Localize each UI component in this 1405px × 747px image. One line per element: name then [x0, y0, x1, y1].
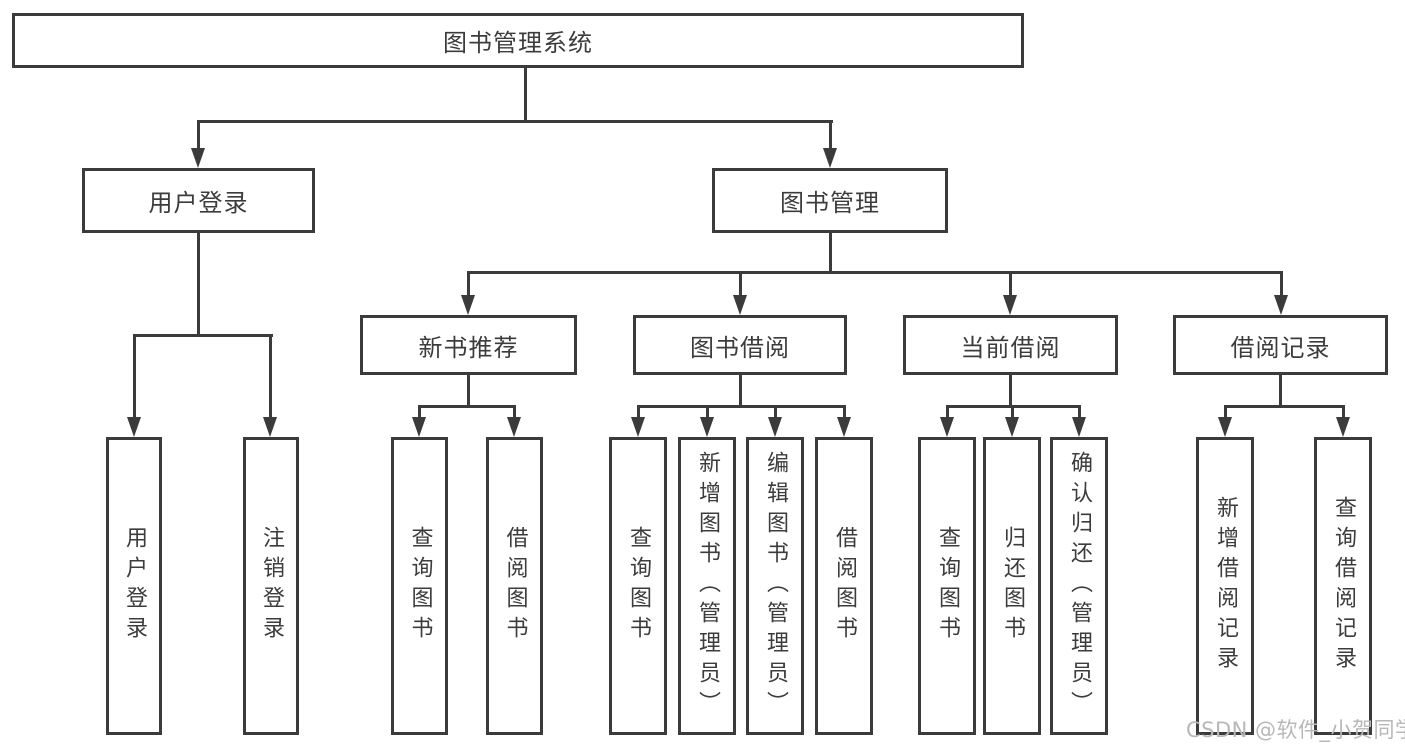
connector-cb-c1: [946, 405, 949, 419]
connector-bb-c2: [706, 405, 709, 419]
node-book-mgmt-branch-label: 图书管理: [780, 189, 880, 217]
connector-root-bar: [197, 120, 833, 123]
connector-newbook-drop: [467, 375, 470, 408]
connector-root-drop: [524, 68, 527, 122]
leaf-bb-edit-books-admin: 编辑图书（管理员）: [746, 437, 804, 735]
connector-bookborrow-drop: [739, 375, 742, 408]
leaf-user-login-label: 用户登录: [122, 526, 147, 646]
arrow-bb-c2: [700, 417, 714, 437]
leaf-nbr-query-books: 查询图书: [391, 437, 448, 735]
connector-to-leaf-login: [133, 334, 136, 419]
connector-bb-c1: [637, 405, 640, 419]
connector-bookmgmt-bar: [467, 271, 1283, 274]
node-new-book-rec: 新书推荐: [360, 315, 577, 375]
node-book-mgmt-branch: 图书管理: [712, 168, 948, 233]
leaf-bb-add-books-admin: 新增图书（管理员）: [678, 437, 736, 735]
arrow-nbr-c1: [412, 417, 426, 437]
node-user-login-branch-label: 用户登录: [148, 189, 249, 217]
leaf-cb-return-books: 归还图书: [983, 437, 1041, 735]
connector-br-c2: [1342, 405, 1345, 419]
arrow-bb-c1: [631, 417, 645, 437]
arrow-to-book-mgmt: [823, 148, 837, 168]
arrow-bb-c4: [837, 417, 851, 437]
connector-bb-c3: [774, 405, 777, 419]
connector-newbook-bar: [418, 405, 516, 408]
arrow-to-leaf-logout: [263, 417, 277, 437]
leaf-cb-confirm-return-admin: 确认归还（管理员）: [1050, 437, 1108, 735]
connector-currentborrow-drop: [1009, 375, 1012, 408]
connector-cb-c3: [1078, 405, 1081, 419]
leaf-nbr-borrow-books-label: 借阅图书: [502, 526, 528, 646]
connector-to-user-login: [197, 120, 200, 152]
leaf-br-query-record-label: 查询借阅记录: [1331, 496, 1356, 676]
connector-to-leaf-logout: [269, 334, 272, 419]
node-book-borrow-label: 图书借阅: [690, 333, 790, 362]
arrow-to-borrow-records: [1274, 295, 1288, 315]
leaf-br-add-record: 新增借阅记录: [1196, 437, 1254, 735]
connector-to-new-book: [467, 271, 470, 297]
leaf-user-login: 用户登录: [106, 437, 162, 735]
node-borrow-records-label: 借阅记录: [1230, 333, 1331, 362]
arrow-to-current-borrow: [1003, 295, 1017, 315]
arrow-br-c2: [1336, 417, 1350, 437]
connector-userlogin-bar: [133, 334, 273, 337]
leaf-br-query-record: 查询借阅记录: [1314, 437, 1372, 735]
leaf-logout-label: 注销登录: [259, 526, 284, 646]
connector-to-borrow-records: [1280, 271, 1283, 297]
arrow-cb-c3: [1072, 417, 1086, 437]
arrow-br-c1: [1218, 417, 1232, 437]
leaf-cb-return-books-label: 归还图书: [1000, 526, 1025, 646]
connector-userlogin-drop: [197, 233, 200, 337]
leaf-br-add-record-label: 新增借阅记录: [1213, 496, 1238, 676]
node-current-borrow-label: 当前借阅: [960, 333, 1061, 362]
leaf-cb-query-books: 查询图书: [918, 437, 976, 735]
node-borrow-records: 借阅记录: [1173, 315, 1388, 375]
connector-to-current-borrow: [1009, 271, 1012, 297]
connector-borrowrecords-drop: [1279, 375, 1282, 408]
arrow-bb-c3: [768, 417, 782, 437]
connector-to-book-mgmt: [829, 120, 832, 152]
csdn-watermark: CSDN @软件_小贺同学: [1186, 718, 1405, 742]
node-root: 图书管理系统: [12, 13, 1024, 68]
connector-br-c1: [1224, 405, 1227, 419]
node-current-borrow: 当前借阅: [903, 315, 1118, 375]
leaf-bb-edit-books-admin-label: 编辑图书（管理员）: [763, 451, 788, 721]
arrow-cb-c2: [1005, 417, 1019, 437]
arrow-to-user-login: [191, 148, 205, 168]
leaf-logout: 注销登录: [243, 437, 299, 735]
connector-cb-c2: [1011, 405, 1014, 419]
node-new-book-rec-label: 新书推荐: [418, 333, 519, 362]
arrow-cb-c1: [940, 417, 954, 437]
leaf-nbr-borrow-books: 借阅图书: [486, 437, 543, 735]
connector-to-book-borrow: [739, 271, 742, 297]
leaf-bb-query-books-label: 查询图书: [626, 526, 651, 646]
arrow-nbr-c2: [507, 417, 521, 437]
arrow-to-new-book: [461, 295, 475, 315]
node-root-label: 图书管理系统: [443, 29, 593, 57]
connector-bookmgmt-drop: [829, 233, 832, 274]
leaf-bb-borrow-books: 借阅图书: [815, 437, 873, 735]
node-user-login-branch: 用户登录: [82, 168, 315, 233]
arrow-to-leaf-login: [127, 417, 141, 437]
connector-nbr-c1: [418, 405, 421, 419]
connector-nbr-c2: [513, 405, 516, 419]
arrow-to-book-borrow: [733, 295, 747, 315]
leaf-cb-query-books-label: 查询图书: [935, 526, 960, 646]
leaf-cb-confirm-return-admin-label: 确认归还（管理员）: [1067, 451, 1092, 721]
leaf-bb-query-books: 查询图书: [609, 437, 667, 735]
leaf-bb-add-books-admin-label: 新增图书（管理员）: [695, 451, 720, 721]
leaf-bb-borrow-books-label: 借阅图书: [832, 526, 857, 646]
node-book-borrow: 图书借阅: [633, 315, 847, 375]
connector-bb-c4: [843, 405, 846, 419]
leaf-nbr-query-books-label: 查询图书: [407, 526, 433, 646]
connector-bookborrow-bar: [637, 405, 846, 408]
connector-borrowrecords-bar: [1224, 405, 1345, 408]
